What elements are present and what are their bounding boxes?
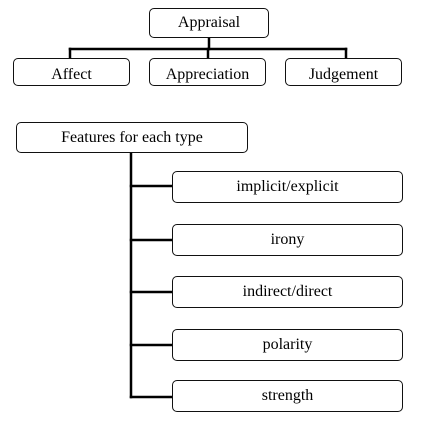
- node-judgement: Judgement: [285, 58, 402, 86]
- node-appraisal: Appraisal: [149, 8, 269, 38]
- node-features-header-label: Features for each type: [61, 128, 203, 146]
- feature-item: irony: [172, 224, 403, 256]
- feature-item-label: polarity: [262, 336, 313, 353]
- feature-item-label: irony: [270, 231, 305, 248]
- node-appreciation-label: Appreciation: [165, 66, 250, 83]
- feature-item-label: implicit/explicit: [236, 178, 339, 195]
- feature-item: indirect/direct: [172, 276, 403, 308]
- feature-item-label: indirect/direct: [242, 283, 333, 300]
- node-appraisal-label: Appraisal: [177, 14, 241, 31]
- node-affect: Affect: [13, 58, 130, 86]
- node-judgement-label: Judgement: [308, 66, 379, 83]
- feature-item: strength: [172, 380, 403, 412]
- node-appreciation: Appreciation: [149, 58, 266, 86]
- feature-item: polarity: [172, 329, 403, 361]
- feature-item-label: strength: [261, 387, 314, 404]
- feature-item: implicit/explicit: [172, 171, 403, 203]
- node-affect-label: Affect: [51, 66, 92, 83]
- node-features-header: Features for each type: [16, 122, 248, 153]
